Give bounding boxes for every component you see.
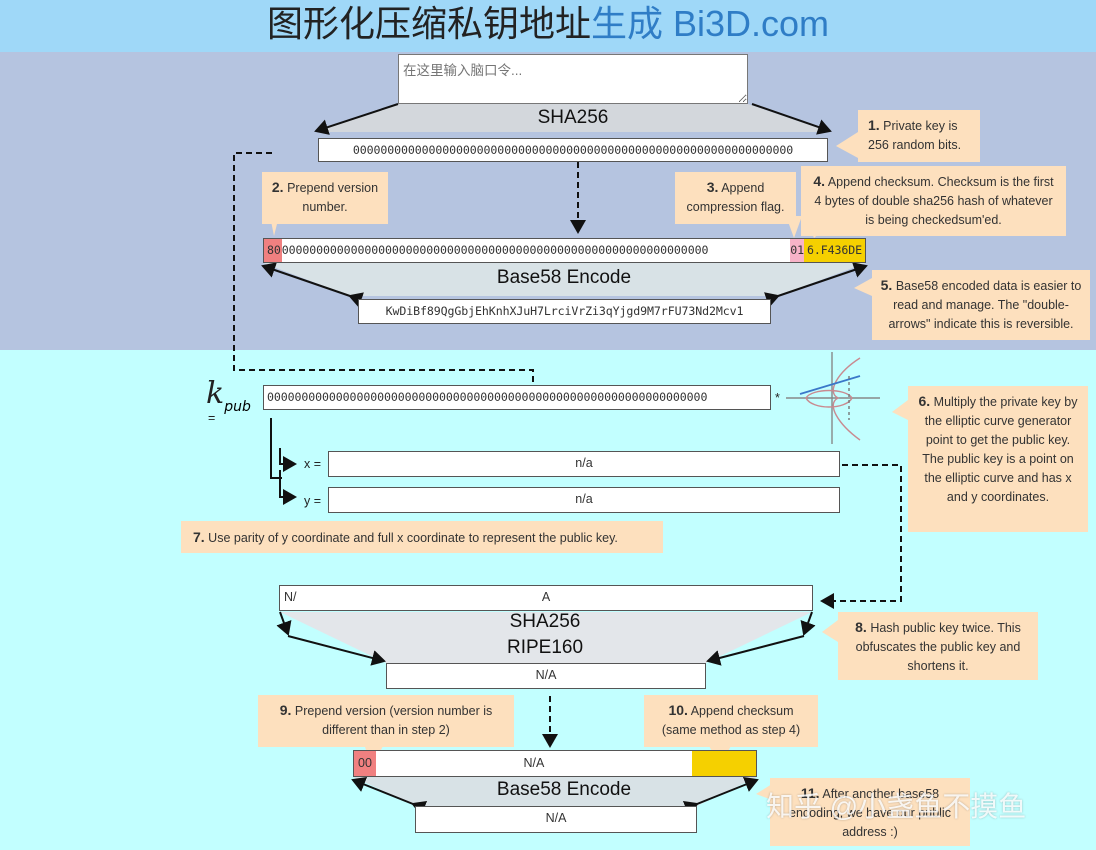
callout-9: 9. Prepend version (version number is di… bbox=[258, 695, 514, 747]
address-checksum bbox=[692, 751, 756, 776]
address-bytes-field[interactable]: 00 N/A bbox=[353, 750, 757, 777]
callout-3: 3. Append compression flag. bbox=[675, 172, 796, 224]
callout-6: 6. Multiply the private key by the ellip… bbox=[908, 386, 1088, 532]
y-field[interactable]: n/a bbox=[328, 487, 840, 513]
passphrase-input[interactable] bbox=[398, 54, 748, 104]
kpub-equals: = bbox=[208, 411, 216, 425]
callout-10: 10. Append checksum (same method as step… bbox=[644, 695, 818, 747]
sha256-band-top bbox=[316, 104, 830, 132]
callout-7: 7. Use parity of y coordinate and full x… bbox=[181, 521, 663, 553]
address-version-byte: 00 bbox=[354, 751, 376, 776]
sha256-hash-label: SHA256 bbox=[509, 611, 581, 632]
callout-5: 5. Base58 encoded data is easier to read… bbox=[872, 270, 1090, 340]
public-key-left: N/ bbox=[284, 590, 297, 604]
compression-flag: 01 bbox=[790, 239, 804, 262]
public-key-center: A bbox=[541, 590, 551, 604]
callout-2: 2. Prepend version number. bbox=[262, 172, 388, 224]
ripe160-field[interactable]: N/A bbox=[386, 663, 706, 689]
sha256-label: SHA256 bbox=[537, 107, 609, 128]
callout-1: 1. Private key is 256 random bits. bbox=[858, 110, 980, 162]
kpub-key-field[interactable]: 0000000000000000000000000000000000000000… bbox=[263, 385, 771, 410]
page-title-cn: 图形化压缩私钥地址 bbox=[266, 3, 591, 44]
callout-8: 8. Hash public key twice. This obfuscate… bbox=[838, 612, 1038, 680]
wif-field[interactable]: KwDiBf89QgGbjEhKnhXJuH7LrciVrZi3qYjgd9M7… bbox=[358, 299, 771, 324]
version-byte: 80 bbox=[264, 239, 282, 262]
base58-bottom-label: Base58 Encode bbox=[496, 779, 632, 800]
kpub-sub: pub bbox=[224, 399, 251, 415]
elliptic-curve-icon bbox=[786, 352, 880, 444]
checksum-bytes: 6.F436DE bbox=[803, 239, 865, 262]
page-title: 图形化压缩私钥地址生成 Bi3D.com bbox=[0, 2, 1096, 46]
header-bar bbox=[0, 0, 1096, 52]
base58-band-bottom bbox=[353, 777, 757, 806]
base58-label: Base58 Encode bbox=[496, 267, 632, 288]
base58-band-top bbox=[263, 263, 866, 296]
watermark: 知乎 @小盏鱼不摸鱼 bbox=[766, 791, 1027, 822]
public-key-field[interactable]: N/ A bbox=[279, 585, 813, 611]
hash-band bbox=[280, 612, 812, 663]
kpub-k: k bbox=[206, 376, 225, 411]
callout-11: 11. After another base58 encoding, we ha… bbox=[770, 778, 970, 846]
callout-4: 4. Append checksum. Checksum is the firs… bbox=[801, 166, 1066, 236]
private-key-field[interactable]: 0000000000000000000000000000000000000000… bbox=[318, 138, 828, 162]
x-label: x = bbox=[304, 457, 322, 471]
multiply-star: * bbox=[775, 391, 780, 405]
address-field[interactable]: N/A bbox=[415, 806, 697, 833]
x-field[interactable]: n/a bbox=[328, 451, 840, 477]
ripe160-label: RIPE160 bbox=[506, 637, 584, 658]
y-label: y = bbox=[304, 494, 322, 508]
page-title-site: 生成 Bi3D.com bbox=[590, 3, 830, 44]
address-body: N/A bbox=[523, 756, 545, 770]
extended-key-body: 0000000000000000000000000000000000000000… bbox=[281, 243, 709, 257]
kpub-label: kpub = bbox=[206, 376, 262, 425]
